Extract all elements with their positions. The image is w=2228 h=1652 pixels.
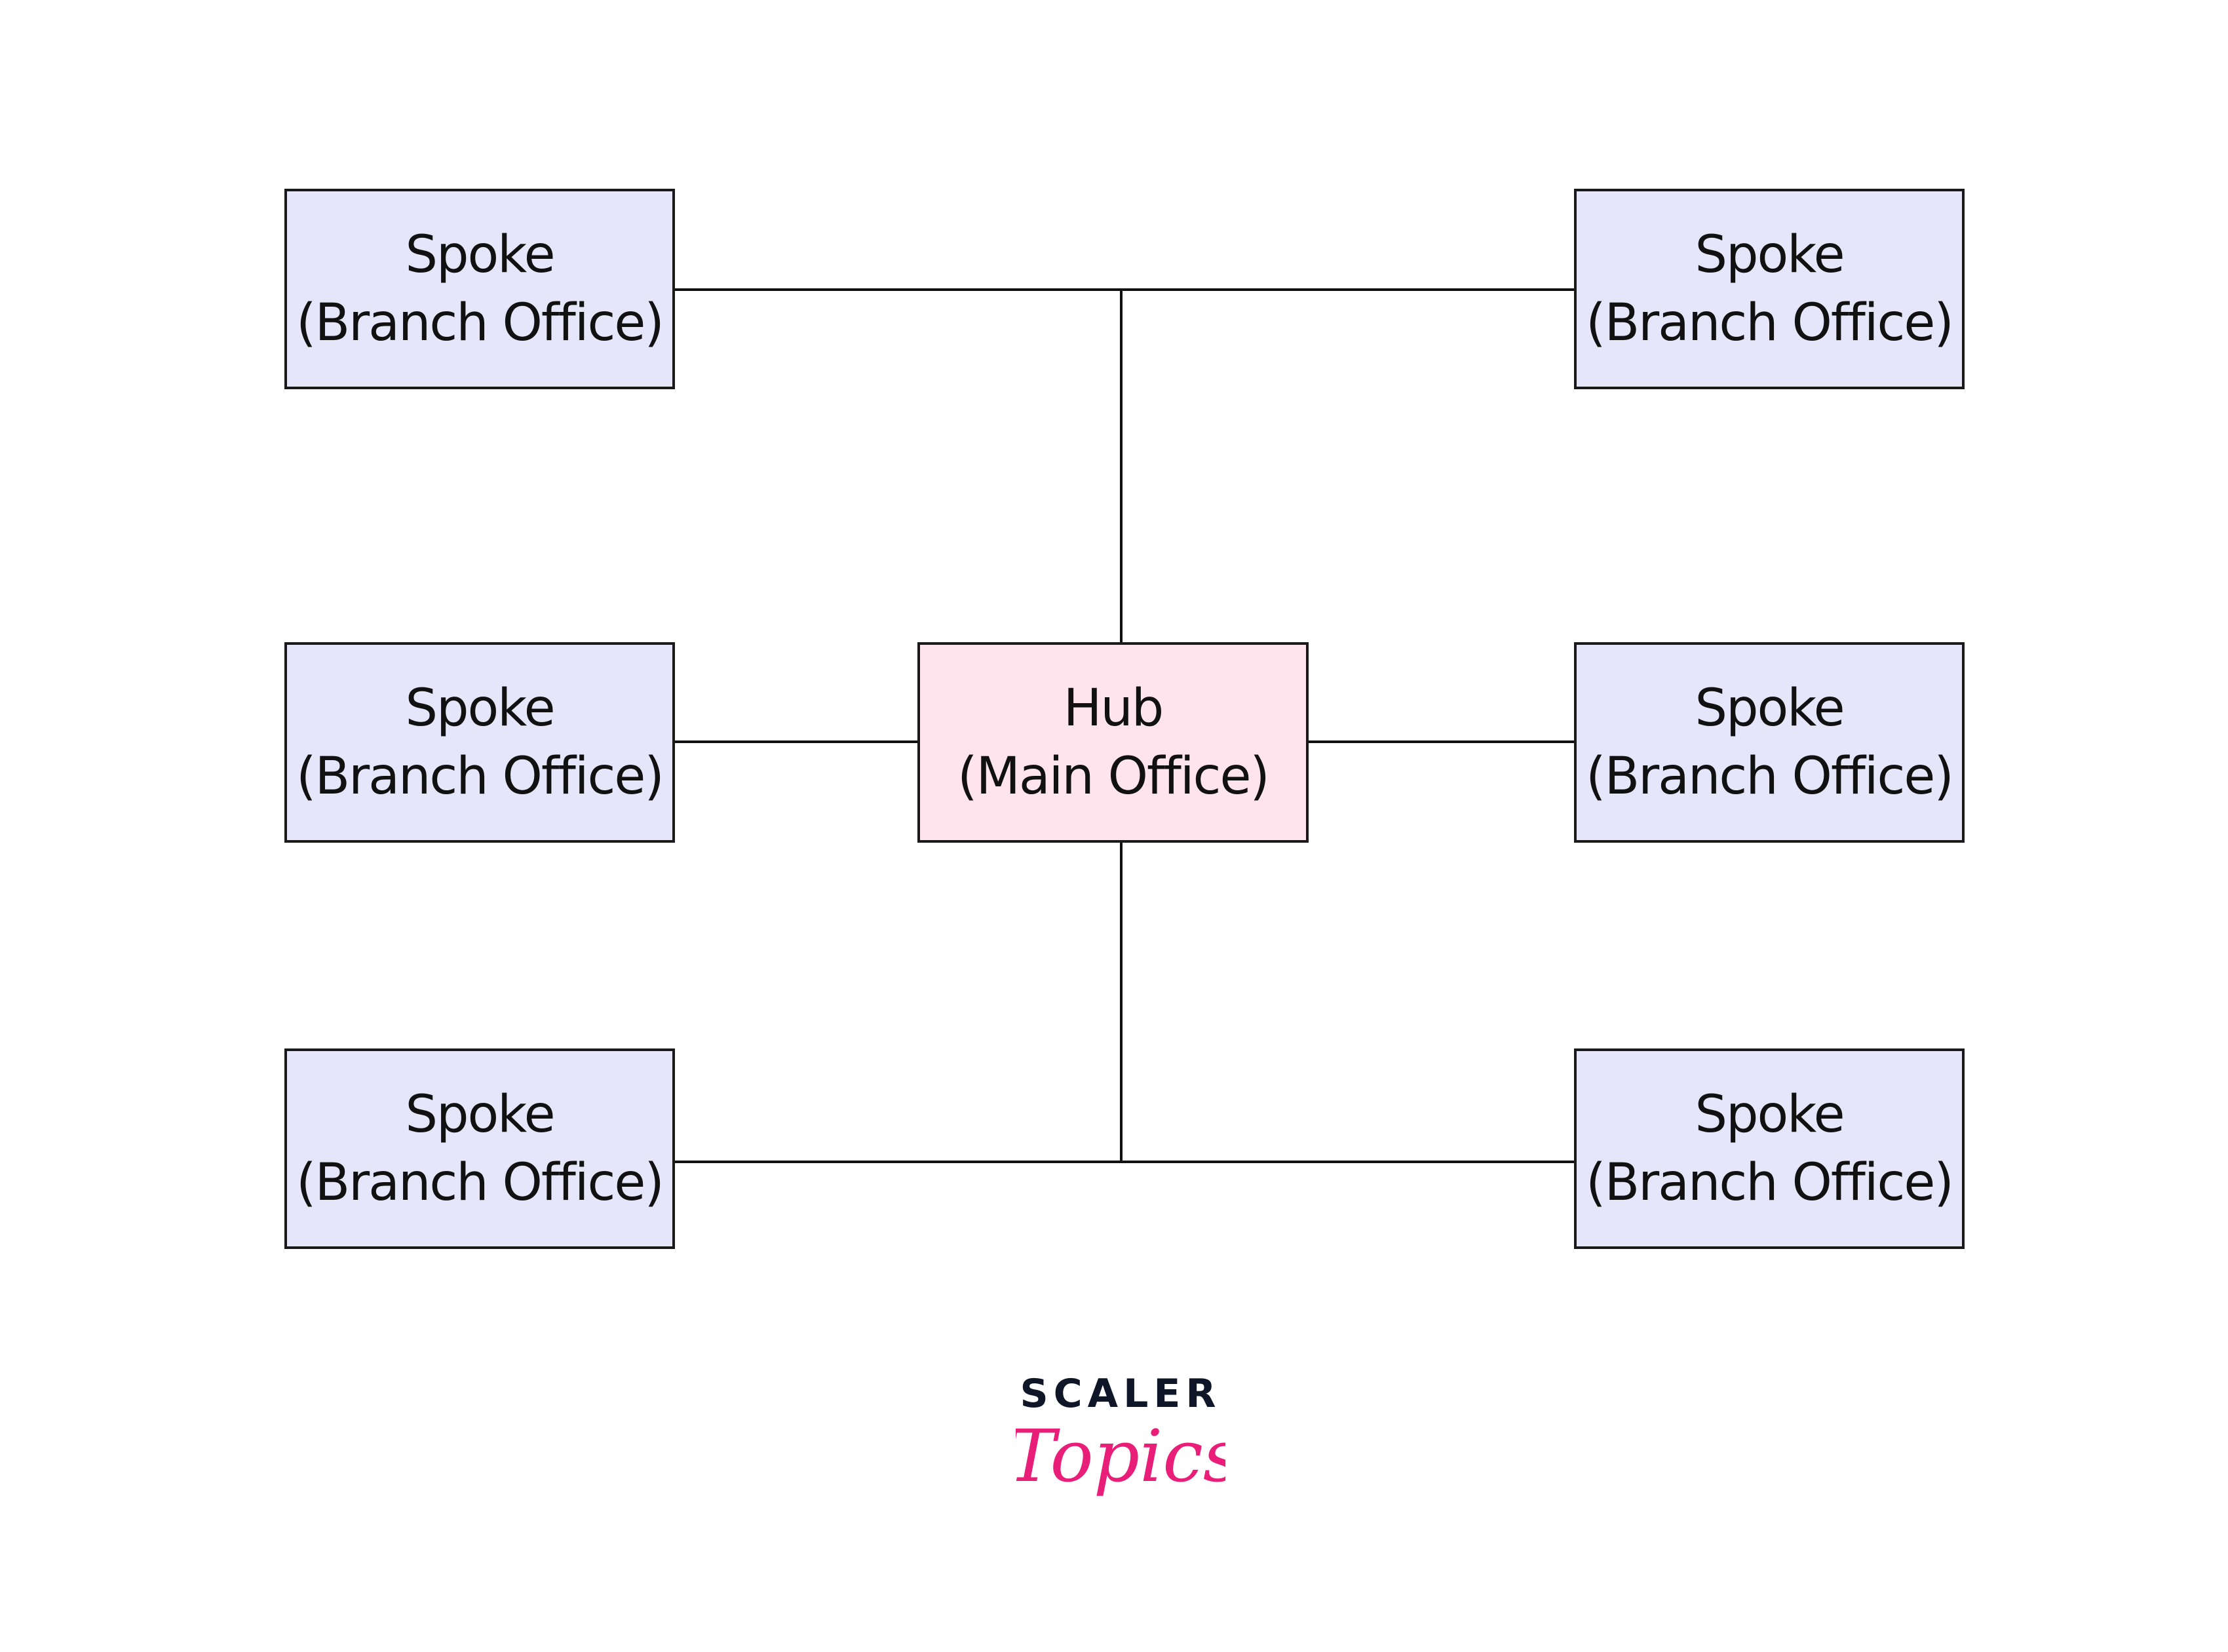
connector-middle-left: [675, 740, 917, 743]
connector-bottom: [675, 1161, 1574, 1163]
connector-bottom-vertical: [1120, 843, 1123, 1163]
spoke-title: Spoke: [1695, 679, 1845, 738]
spoke-title: Spoke: [405, 1085, 555, 1144]
logo-scaler-text: SCALER: [1020, 1371, 1221, 1417]
connector-top-vertical: [1120, 288, 1123, 642]
spoke-title: Spoke: [405, 225, 555, 284]
spoke-subtitle: (Branch Office): [296, 294, 664, 353]
spoke-middle-right: Spoke (Branch Office): [1574, 642, 1965, 843]
spoke-title: Spoke: [1695, 1085, 1845, 1144]
spoke-subtitle: (Branch Office): [296, 1153, 664, 1212]
spoke-middle-left: Spoke (Branch Office): [284, 642, 675, 843]
spoke-title: Spoke: [1695, 225, 1845, 284]
spoke-subtitle: (Branch Office): [1586, 747, 1954, 806]
hub-subtitle: (Main Office): [957, 747, 1270, 806]
spoke-bottom-right: Spoke (Branch Office): [1574, 1048, 1965, 1249]
spoke-subtitle: (Branch Office): [1586, 294, 1954, 353]
logo-topics-text: Topics: [1016, 1414, 1225, 1498]
spoke-subtitle: (Branch Office): [1586, 1153, 1954, 1212]
spoke-title: Spoke: [405, 679, 555, 738]
connector-top: [675, 288, 1574, 291]
spoke-bottom-left: Spoke (Branch Office): [284, 1048, 675, 1249]
hub-title: Hub: [1063, 679, 1164, 738]
hub-main-office: Hub (Main Office): [917, 642, 1309, 843]
spoke-top-right: Spoke (Branch Office): [1574, 189, 1965, 389]
spoke-top-left: Spoke (Branch Office): [284, 189, 675, 389]
connector-middle-right: [1309, 740, 1574, 743]
spoke-subtitle: (Branch Office): [296, 747, 664, 806]
scaler-topics-logo: SCALER Topics: [1016, 1371, 1225, 1498]
